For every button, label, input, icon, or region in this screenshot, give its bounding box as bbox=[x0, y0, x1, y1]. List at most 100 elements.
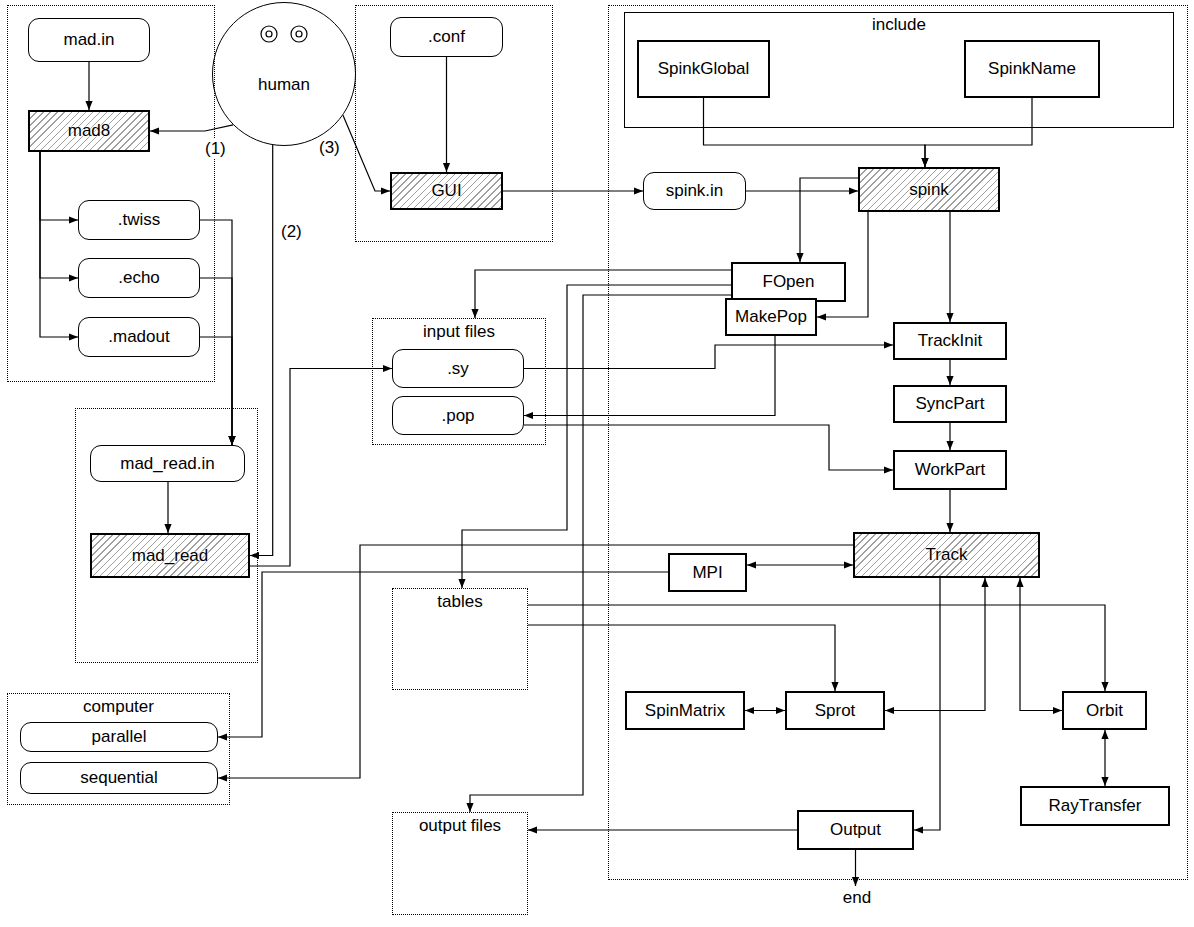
module-box: SpinkGlobal bbox=[637, 40, 770, 98]
connector-arrow bbox=[528, 829, 797, 830]
module-box: FOpen bbox=[731, 262, 846, 302]
file-box: .sy bbox=[392, 349, 524, 388]
file-box: .madout bbox=[78, 317, 200, 357]
connector-arrow bbox=[446, 57, 447, 172]
node-label: Sprot bbox=[815, 701, 856, 721]
callout-number: (3) bbox=[317, 138, 342, 158]
node-label: mad8 bbox=[68, 121, 111, 141]
connector-arrow bbox=[250, 369, 392, 567]
program-box: spink bbox=[858, 167, 1000, 212]
connector-arrow bbox=[462, 285, 731, 588]
module-box: WorkPart bbox=[893, 450, 1007, 490]
node-label: TrackInit bbox=[918, 331, 983, 351]
node-label: mad.in bbox=[63, 30, 114, 50]
connector-arrow bbox=[218, 572, 668, 737]
node-label: SpinkGlobal bbox=[658, 59, 750, 79]
node-label: FOpen bbox=[763, 272, 815, 292]
connector-arrow bbox=[949, 360, 950, 385]
callout-number: (1) bbox=[203, 139, 228, 159]
connector-arrow bbox=[704, 98, 926, 167]
node-label: .sy bbox=[447, 359, 469, 379]
node-label: Output bbox=[830, 820, 881, 840]
eye-symbol bbox=[261, 26, 277, 42]
connector-arrow bbox=[475, 270, 731, 318]
dotted-group: .confGUI bbox=[355, 5, 553, 242]
dotted-group: input files .sy .pop bbox=[372, 318, 546, 445]
program-box: mad_read bbox=[90, 533, 250, 578]
connector-arrow bbox=[914, 578, 940, 830]
node-label: .echo bbox=[118, 268, 160, 288]
connector-arrow bbox=[40, 152, 78, 337]
node-label: .conf bbox=[428, 27, 465, 47]
file-box: mad_read.in bbox=[90, 445, 245, 482]
dotted-group: output files bbox=[392, 812, 528, 915]
module-box: Sprot bbox=[785, 691, 885, 730]
connector-arrow bbox=[200, 337, 232, 445]
connector-arrow bbox=[1104, 730, 1105, 786]
node-label: .twiss bbox=[118, 210, 161, 230]
include-frame: includeSpinkGlobal SpinkName bbox=[624, 12, 1174, 128]
connector-arrow bbox=[524, 336, 775, 416]
eye-symbol bbox=[266, 31, 272, 37]
program-box: Track bbox=[853, 532, 1040, 578]
node-label: MakePop bbox=[735, 307, 807, 327]
connector-arrow bbox=[528, 625, 835, 691]
connector-arrow bbox=[218, 545, 853, 778]
dotted-group: includeSpinkGlobal SpinkName spink.in spink… bbox=[608, 5, 1188, 880]
node-label: sequential bbox=[80, 768, 158, 788]
program-box: mad8 bbox=[28, 110, 150, 152]
end-label: end bbox=[825, 888, 889, 908]
connector-arrow bbox=[745, 710, 785, 711]
connector-arrow bbox=[747, 564, 853, 565]
node-label: GUI bbox=[431, 181, 461, 201]
callout-number: (2) bbox=[279, 222, 304, 242]
group-label: include bbox=[872, 15, 926, 35]
module-box: Output bbox=[797, 810, 914, 850]
group-label: input files bbox=[423, 322, 495, 342]
connector-arrow bbox=[524, 425, 893, 470]
connector-arrow bbox=[949, 423, 950, 450]
node-label: .pop bbox=[441, 406, 474, 426]
group-label: tables bbox=[437, 592, 482, 612]
connector-arrow bbox=[746, 190, 858, 191]
connector-arrow bbox=[150, 125, 233, 131]
node-label: SpinkName bbox=[988, 59, 1076, 79]
module-box: RayTransfer bbox=[1020, 786, 1170, 826]
node-label: spink bbox=[909, 180, 949, 200]
user-circle: human bbox=[212, 2, 356, 146]
node-label: RayTransfer bbox=[1049, 796, 1142, 816]
node-label: Track bbox=[926, 545, 968, 565]
connector-arrow bbox=[524, 345, 893, 369]
file-box: .echo bbox=[78, 258, 200, 298]
connector-arrow bbox=[200, 220, 232, 445]
node-label: mad_read.in bbox=[120, 454, 215, 474]
module-box: Orbit bbox=[1062, 691, 1147, 730]
module-box: MPI bbox=[668, 553, 747, 592]
eye-symbol bbox=[296, 31, 302, 37]
connector-arrow bbox=[1020, 578, 1062, 711]
node-label: spink.in bbox=[666, 181, 724, 201]
node-label: human bbox=[258, 75, 310, 95]
group-label: output files bbox=[419, 816, 501, 836]
connector-arrow bbox=[949, 490, 950, 532]
end-arrow bbox=[855, 850, 856, 886]
file-box: sequential bbox=[20, 762, 218, 794]
module-box: SyncPart bbox=[893, 385, 1007, 423]
dotted-group: computerparallelsequential bbox=[7, 693, 230, 805]
node-label: WorkPart bbox=[915, 460, 986, 480]
node-label: parallel bbox=[92, 727, 147, 747]
file-box: mad.in bbox=[28, 18, 150, 62]
dotted-group: mad.in mad8 .twiss .echo .madout bbox=[7, 5, 215, 382]
program-box: GUI bbox=[390, 172, 503, 210]
connector-arrow bbox=[343, 115, 390, 191]
file-box: .conf bbox=[390, 17, 503, 57]
dotted-group: mad_read.in mad_read bbox=[75, 408, 258, 663]
connector-arrow bbox=[200, 278, 232, 445]
node-label: SyncPart bbox=[916, 394, 985, 414]
connector-arrow bbox=[88, 62, 89, 110]
module-box: SpinMatrix bbox=[625, 691, 745, 730]
file-box: spink.in bbox=[643, 172, 746, 210]
node-label: Orbit bbox=[1086, 701, 1123, 721]
connector-arrow bbox=[40, 152, 78, 278]
